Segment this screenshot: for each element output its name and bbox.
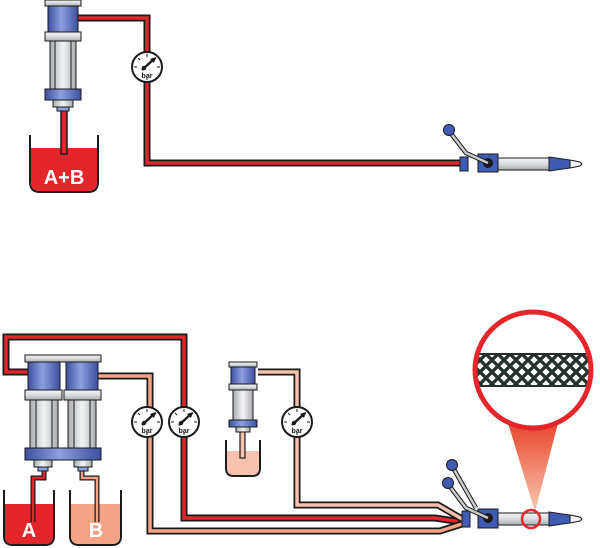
container-b: B [69, 490, 122, 546]
bottom-system: A B [2, 309, 594, 546]
gauge-label: bar [179, 428, 190, 435]
container-a-label: A [22, 520, 36, 542]
container-label: A+B [44, 167, 85, 189]
container-b-label: B [89, 520, 103, 542]
container-a: A [3, 490, 55, 546]
top-spray-gun-icon [443, 124, 583, 173]
top-system: A+B bar [29, 0, 583, 193]
pressure-gauge-b-icon: bar [131, 406, 163, 438]
solvent-container [225, 440, 261, 477]
pressure-gauge-icon: bar [131, 51, 163, 83]
container-a-plus-b: A+B [29, 135, 99, 193]
magnifier-cone [508, 423, 558, 512]
pressure-gauge-solvent-icon: bar [281, 406, 313, 438]
gauge-label: bar [142, 428, 153, 435]
plural-spray-gun-icon [442, 459, 583, 530]
hose-solvent [258, 368, 464, 523]
gauge-label: bar [142, 73, 153, 80]
solvent-pump [228, 361, 258, 433]
top-pump [44, 0, 82, 112]
twin-proportioning-pump [24, 354, 102, 472]
mix-point-marker [520, 508, 542, 530]
pressure-gauge-a-icon: bar [168, 406, 200, 438]
top-hose [78, 14, 460, 167]
spray-pattern-magnifier [472, 309, 594, 431]
gauge-label: bar [292, 428, 303, 435]
